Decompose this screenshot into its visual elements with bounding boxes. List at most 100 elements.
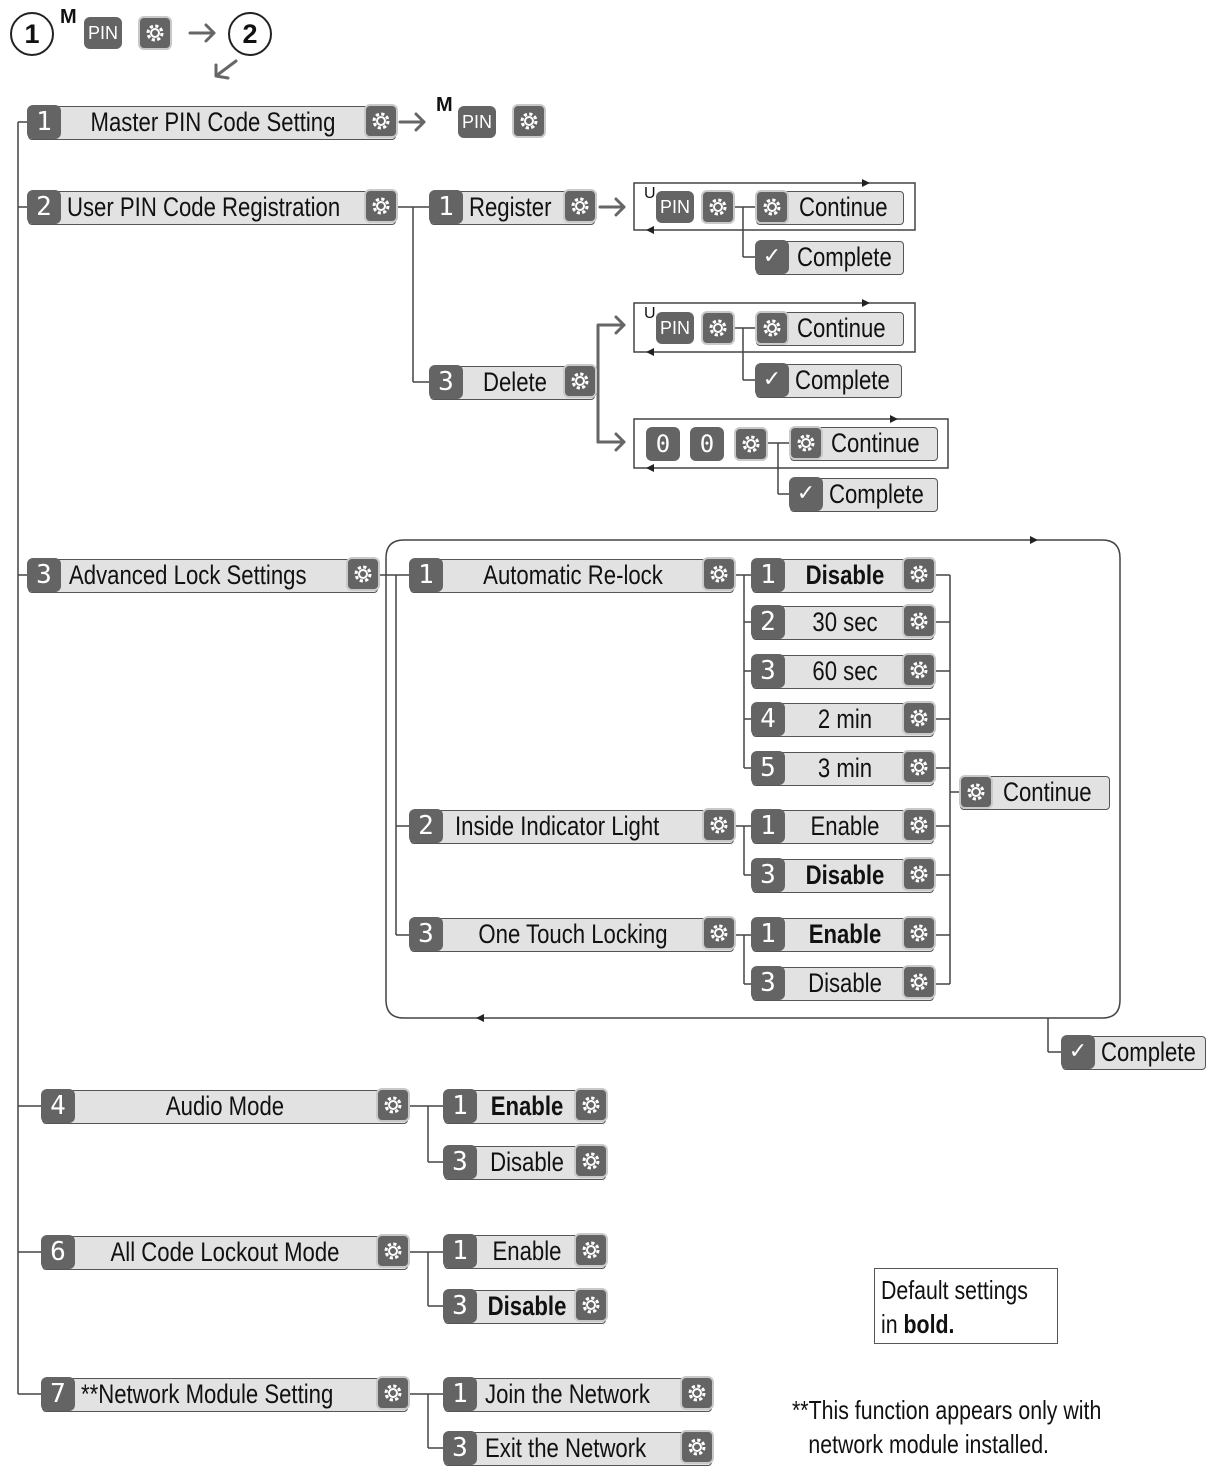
option-relock-30sec[interactable]: 2 30 sec [751,604,936,640]
option-join-network[interactable]: 1 Join the Network [443,1376,714,1412]
option-label: 30 sec [812,607,878,637]
continue-label: Continue [1003,777,1092,807]
zero-key-icon: 0 [690,427,724,461]
menu-number: 6 [41,1235,75,1269]
option-number: 1 [443,1377,477,1411]
check-icon: ✓ [755,240,789,274]
settings-key-icon [376,1234,410,1268]
option-indicator-disable[interactable]: 3 Disable [751,857,936,893]
option-label: Disable [487,1291,567,1321]
continue-label: Continue [799,192,888,222]
menu-number: 1 [409,558,443,592]
settings-key-icon [959,775,993,809]
settings-key-icon [789,426,823,460]
complete-button[interactable]: ✓ Complete [789,477,938,512]
option-number: 1 [443,1234,477,1268]
menu-number: 7 [41,1377,75,1411]
footnote-line-1: **This function appears only with [792,1395,1102,1425]
complete-label: Complete [829,479,924,509]
settings-key-icon [755,190,789,224]
menu-advanced-lock[interactable]: 3 Advanced Lock Settings [27,557,380,593]
master-superscript: M [60,6,77,28]
option-label: Disable [805,860,885,890]
complete-button[interactable]: ✓ Complete [1061,1035,1206,1070]
option-relock-disable[interactable]: 1 Disable [751,557,936,593]
settings-key-icon [902,808,936,842]
settings-key-icon [376,1376,410,1410]
option-label: Disable [805,560,885,590]
option-indicator-enable[interactable]: 1 Enable [751,808,936,844]
settings-key-icon [574,1233,608,1267]
default-settings-legend: Default settings in bold. [874,1268,1058,1344]
settings-key-icon [701,311,735,345]
option-exit-network[interactable]: 3 Exit the Network [443,1430,714,1466]
option-label: Enable [490,1091,564,1121]
settings-key-icon [364,189,398,223]
settings-key-icon [902,857,936,891]
master-superscript: M [436,94,453,116]
option-relock-3min[interactable]: 5 3 min [751,750,936,786]
menu-number: 3 [429,365,463,399]
menu-code-lockout[interactable]: 6 All Code Lockout Mode [41,1234,410,1270]
step-2-circle: 2 [228,12,272,56]
menu-register[interactable]: 1 Register [429,189,597,225]
option-onetouch-enable[interactable]: 1 Enable [751,916,936,952]
menu-audio-mode[interactable]: 4 Audio Mode [41,1088,410,1124]
complete-label: Complete [1101,1037,1196,1067]
settings-key-icon [563,364,597,398]
option-relock-2min[interactable]: 4 2 min [751,701,936,737]
menu-label: Inside Indicator Light [455,811,660,841]
settings-key-icon [902,750,936,784]
option-lockout-disable[interactable]: 3 Disable [443,1288,608,1324]
option-label: Enable [808,919,882,949]
footnote-line-2: network module installed. [808,1429,1049,1459]
pin-key-icon: PIN [458,106,496,138]
continue-button[interactable]: Continue [789,426,938,461]
option-audio-disable[interactable]: 3 Disable [443,1144,608,1180]
complete-label: Complete [795,365,890,395]
complete-button[interactable]: ✓ Complete [755,240,904,275]
option-lockout-enable[interactable]: 1 Enable [443,1233,608,1269]
menu-number: 1 [27,105,61,139]
option-number: 1 [751,809,785,843]
option-label: 2 min [817,704,873,734]
complete-button[interactable]: ✓ Complete [755,363,902,398]
user-superscript: U [644,185,656,202]
menu-number: 3 [409,917,443,951]
step-1-circle: 1 [10,12,54,56]
continue-label: Continue [797,313,886,343]
continue-button[interactable]: Continue [755,190,904,225]
menu-delete[interactable]: 3 Delete [429,364,597,400]
settings-key-icon [902,557,936,591]
option-label: Exit the Network [485,1433,647,1463]
continue-button[interactable]: Continue [755,311,904,346]
menu-label: User PIN Code Registration [67,192,341,222]
continue-label: Continue [831,428,920,458]
settings-key-icon [701,190,735,224]
legend-line-2: in bold. [881,1307,1028,1341]
zero-key-icon: 0 [646,427,680,461]
settings-key-icon [574,1088,608,1122]
menu-master-pin[interactable]: 1 Master PIN Code Setting [27,104,398,140]
complete-label: Complete [797,242,892,272]
option-onetouch-disable[interactable]: 3 Disable [751,965,936,1001]
menu-label: Master PIN Code Setting [90,107,336,137]
option-audio-enable[interactable]: 1 Enable [443,1088,608,1124]
menu-auto-relock[interactable]: 1 Automatic Re-lock [409,557,736,593]
settings-key-icon [902,916,936,950]
menu-network-module[interactable]: 7 **Network Module Setting [41,1376,410,1412]
menu-indicator-light[interactable]: 2 Inside Indicator Light [409,808,736,844]
menu-label: Automatic Re-lock [483,560,663,590]
pin-key-icon: PIN [656,191,694,223]
menu-user-pin[interactable]: 2 User PIN Code Registration [27,189,398,225]
menu-one-touch[interactable]: 3 One Touch Locking [409,916,736,952]
continue-button[interactable]: Continue [959,775,1110,810]
option-label: 60 sec [812,656,878,686]
settings-key-icon [702,808,736,842]
menu-label: Audio Mode [165,1091,285,1121]
settings-key-icon [364,104,398,138]
settings-key-icon [902,701,936,735]
option-number: 1 [443,1089,477,1123]
option-relock-60sec[interactable]: 3 60 sec [751,653,936,689]
